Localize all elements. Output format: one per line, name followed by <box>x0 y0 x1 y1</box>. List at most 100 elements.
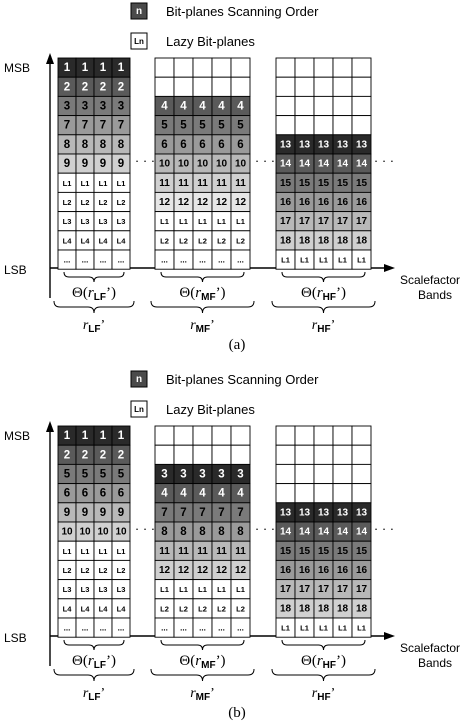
bitplane-label: 2 <box>100 449 106 461</box>
bitplane-label: 16 <box>280 197 292 208</box>
bitplane-cell <box>275 425 296 446</box>
bitplane-cell <box>154 444 175 465</box>
bitplane-cell <box>173 76 194 97</box>
bitplane-label: L3 <box>117 585 126 594</box>
bitplane-label: L1 <box>99 179 108 188</box>
bitplane-label: L2 <box>179 236 188 245</box>
bitplane-label: 18 <box>337 603 349 614</box>
bitplane-cell <box>111 617 131 638</box>
r-brace <box>150 300 255 314</box>
bitplane-label: 4 <box>161 101 168 113</box>
panel-caption: (a) <box>229 337 246 353</box>
bitplane-label: 17 <box>356 584 368 595</box>
bitplane-cell <box>294 463 315 485</box>
bitplane-label: 5 <box>82 469 89 481</box>
bitplane-label: 18 <box>280 235 292 246</box>
theta-brace <box>160 271 245 283</box>
bitplane-label: 2 <box>118 81 124 93</box>
bitplane-label: 5 <box>161 120 168 132</box>
bitplane-label: 10 <box>235 159 247 170</box>
bitplane-label: 13 <box>318 139 330 150</box>
bitplane-label: 12 <box>216 565 228 576</box>
bitplane-label: 1 <box>100 62 107 74</box>
bitplane-label: 11 <box>197 178 208 189</box>
bitplane-label: 7 <box>237 507 243 519</box>
bitplane-cell <box>192 444 213 465</box>
bitplane-cell <box>173 57 194 78</box>
r-brace <box>53 668 135 682</box>
bitplane-label: L3 <box>63 217 72 226</box>
bitplane-cell <box>111 249 131 270</box>
x-axis-label-line2: Bands <box>418 288 452 302</box>
bitplane-label: 17 <box>337 216 349 227</box>
r-label: rLF’ <box>83 318 105 335</box>
bitplane-label: 1 <box>82 62 89 74</box>
x-axis-label-line1: Scalefactor <box>400 273 460 287</box>
r-brace <box>53 300 135 314</box>
bitplane-label: 11 <box>159 178 170 189</box>
theta-label: Θ(rHF’) <box>301 285 346 303</box>
bitplane-label: L1 <box>198 585 207 594</box>
bitplane-label: L4 <box>99 604 109 613</box>
bitplane-label: ... <box>100 256 107 265</box>
bitplane-label: 11 <box>159 546 170 557</box>
bitplane-cell <box>313 463 334 485</box>
bitplane-label: 17 <box>318 216 330 227</box>
x-axis-arrow <box>384 632 395 640</box>
bitplane-label: ... <box>218 624 225 633</box>
bitplane-label: L2 <box>198 236 207 245</box>
bitplane-label: 5 <box>218 120 225 132</box>
bitplane-label: 15 <box>299 546 311 557</box>
theta-label: Θ(rMF’) <box>179 653 225 671</box>
bitplane-label: 12 <box>235 565 247 576</box>
bitplane-label: 16 <box>280 565 292 576</box>
legend-lazy-label: Lazy Bit-planes <box>166 34 255 49</box>
lsb-label: LSB <box>4 631 27 645</box>
bitplane-label: 9 <box>82 158 88 170</box>
bitplane-label: 11 <box>178 546 189 557</box>
ellipsis-group: · · ·· · ·· · · <box>135 521 394 536</box>
legend-scan-label: Bit-planes Scanning Order <box>166 372 319 387</box>
bitplane-label: 8 <box>64 139 71 151</box>
legend-scan-symbol: n <box>136 6 142 17</box>
r-label: rMF’ <box>190 686 215 703</box>
bitplane-label: L4 <box>117 604 127 613</box>
bitplane-label: 14 <box>356 159 368 170</box>
legend-scan-label: Bit-planes Scanning Order <box>166 4 319 19</box>
theta-brace <box>281 271 366 283</box>
bitplane-label: L1 <box>300 624 309 633</box>
bitplane-label: 10 <box>159 159 171 170</box>
bitplane-label: 6 <box>118 488 124 500</box>
bitplane-label: 13 <box>280 507 292 518</box>
bitplane-label: L1 <box>281 256 290 265</box>
bitplane-label: 11 <box>235 178 246 189</box>
bitplane-label: ... <box>180 624 187 633</box>
bitplane-label: 12 <box>178 565 190 576</box>
bitplane-cell <box>275 57 296 78</box>
lsb-label: LSB <box>4 263 27 277</box>
bitplane-cell <box>351 463 372 485</box>
bitplane-cell <box>230 57 251 78</box>
bitplane-label: 17 <box>280 216 292 227</box>
bitplane-label: 3 <box>237 469 243 481</box>
bitplane-label: L1 <box>236 585 245 594</box>
bitplane-label: 8 <box>82 139 89 151</box>
bitplane-label: L2 <box>63 198 72 207</box>
bitplane-label: 16 <box>299 565 311 576</box>
bitplane-label: 6 <box>161 139 167 151</box>
bitplane-label: 14 <box>337 159 349 170</box>
bitplane-label: L4 <box>63 236 73 245</box>
bitplane-label: 7 <box>64 120 70 132</box>
bitplane-label: 10 <box>79 527 91 538</box>
bitplane-cell <box>294 95 315 117</box>
bitplane-label: 7 <box>161 507 167 519</box>
bitplane-label: L2 <box>81 198 90 207</box>
bitplane-label: 16 <box>337 197 349 208</box>
ellipsis: · · · <box>255 521 275 536</box>
bitplane-label: 10 <box>61 527 73 538</box>
bitplane-label: 14 <box>337 527 349 538</box>
theta-label: Θ(rHF’) <box>301 653 346 671</box>
